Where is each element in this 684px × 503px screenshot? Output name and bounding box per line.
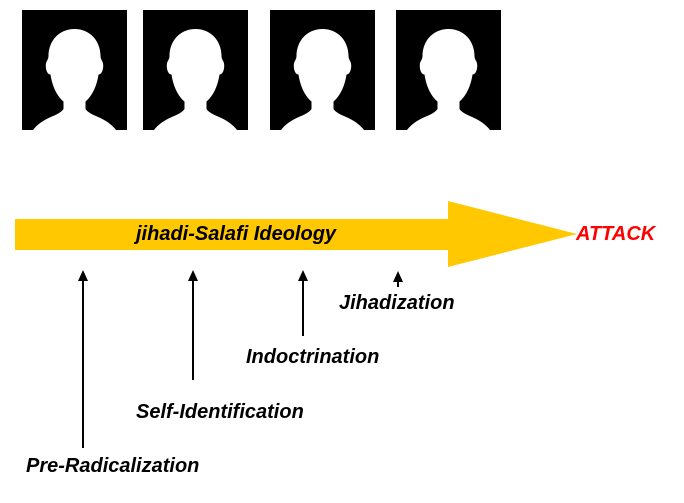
stage-label-self-identification: Self-Identification <box>136 401 304 423</box>
up-arrowhead-icon <box>393 271 403 282</box>
up-arrowhead-icon <box>188 270 198 281</box>
stage-arrow-indoctrination <box>297 270 309 336</box>
person-silhouette <box>143 10 248 130</box>
person-silhouette <box>22 10 127 130</box>
arrow-line <box>302 281 304 336</box>
stage-label-jihadization: Jihadization <box>339 292 455 314</box>
person-silhouette-icon <box>154 29 237 130</box>
ideology-arrow-label: jihadi-Salafi Ideology <box>136 223 337 245</box>
person-silhouette-icon <box>407 29 490 130</box>
person-silhouette-icon <box>281 29 364 130</box>
up-arrowhead-icon <box>78 270 88 281</box>
stage-arrow-self-identification <box>187 270 199 380</box>
arrow-line <box>397 282 399 287</box>
person-silhouette <box>270 10 375 130</box>
ideology-arrowhead-icon <box>448 201 577 267</box>
up-arrowhead-icon <box>298 270 308 281</box>
ideology-arrow-shaft <box>15 219 448 250</box>
stage-arrow-pre-radicalization <box>77 270 89 448</box>
stage-arrow-jihadization <box>392 271 404 287</box>
arrow-line <box>192 281 194 380</box>
stage-label-pre-radicalization: Pre-Radicalization <box>26 455 200 477</box>
stage-label-indoctrination: Indoctrination <box>246 346 380 368</box>
person-silhouette-icon <box>33 29 116 130</box>
person-silhouette <box>396 10 501 130</box>
attack-label: ATTACK <box>576 223 656 245</box>
arrow-line <box>82 281 84 448</box>
